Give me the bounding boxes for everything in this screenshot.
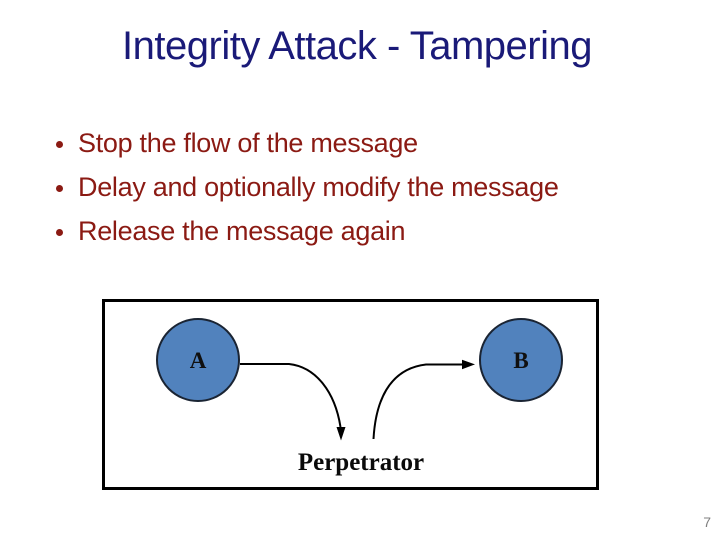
bullet-dot-icon [56,228,63,236]
page-number: 7 [703,514,711,530]
node-b-label: B [513,348,529,373]
node-a-circle: A [156,318,240,402]
bullet-dot-icon [56,184,63,192]
node-a-label: A [189,348,207,373]
bullet-list: Stop the flow of the message Delay and o… [56,121,559,253]
bullet-text: Delay and optionally modify the message [78,171,559,202]
slide-title: Integrity Attack - Tampering [122,24,592,68]
bullet-dot-icon [56,140,63,148]
bullet-item: Delay and optionally modify the message [56,165,559,209]
bullet-text: Release the message again [78,215,406,246]
bullet-text: Stop the flow of the message [78,127,418,158]
bullet-item: Release the message again [56,209,559,253]
bullet-item: Stop the flow of the message [56,121,559,165]
perpetrator-label: Perpetrator [297,449,425,476]
node-b-circle: B [479,318,563,402]
